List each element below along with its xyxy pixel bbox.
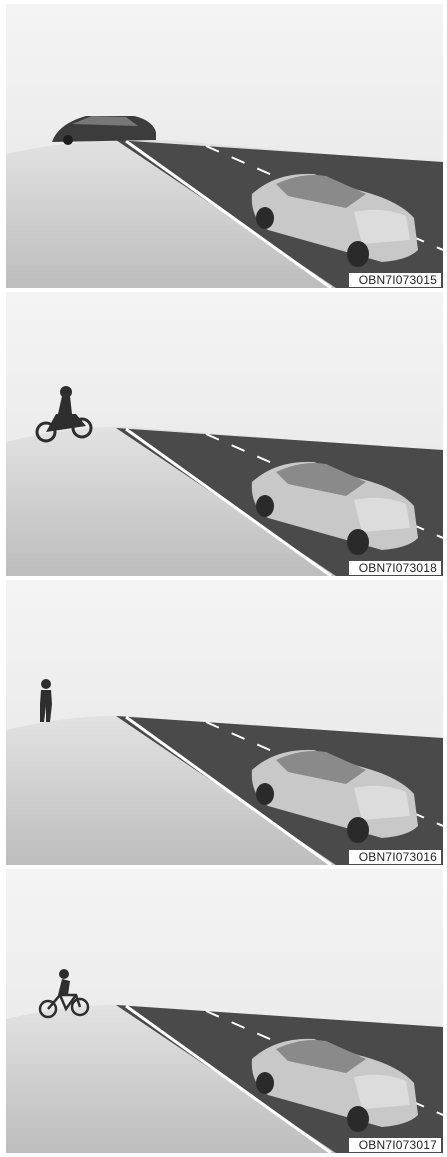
- figure-code-label: OBN7I073017: [349, 1138, 441, 1152]
- figure-code-label: OBN7I073015: [349, 273, 441, 287]
- figure-code-label: OBN7I073016: [349, 850, 441, 864]
- illustration-panel-3: OBN7I073016: [6, 580, 443, 865]
- pedestrian-icon: [40, 679, 52, 722]
- hill-scene-illustration: [6, 292, 443, 576]
- illustration-panel-4: OBN7I073017: [6, 869, 443, 1153]
- figure-code-label: OBN7I073018: [349, 561, 441, 575]
- illustration-panel-2: OBN7I073018: [6, 292, 443, 576]
- hill-scene-illustration: [6, 4, 443, 288]
- illustration-panel-1: OBN7I073015: [6, 4, 443, 288]
- hill-scene-illustration: [6, 580, 443, 865]
- hill-scene-illustration: [6, 869, 443, 1153]
